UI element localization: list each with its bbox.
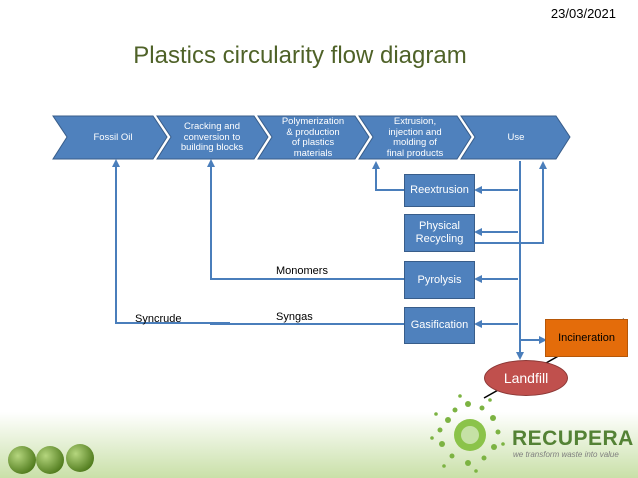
stage-label-extrusion: Extrusion, injection and molding of fina…: [386, 116, 444, 159]
reextrusion-box: Reextrusion: [404, 174, 475, 207]
stage-label-use: Use: [507, 131, 525, 143]
chevron-extrusion: [358, 115, 472, 160]
incineration-box: Incineration: [545, 319, 628, 357]
decorative-balls: [8, 444, 94, 474]
slide-date: 23/03/2021: [550, 6, 616, 21]
chevron-cracking: [156, 115, 269, 160]
stage-label-polymerization: Polymerization & production of plastics …: [281, 116, 345, 159]
page-title: Plastics circularity flow diagram: [133, 42, 467, 69]
arrow-syncrude: [112, 159, 230, 324]
recupera-tagline: we transform waste into value: [513, 450, 619, 459]
physical-recycling-box: Physical Recycling: [404, 214, 475, 252]
footer-background: [0, 412, 638, 478]
chevron-polymerization: [257, 115, 370, 160]
syncrude-label: Syncrude: [135, 313, 182, 325]
monomers-label: Monomers: [276, 265, 328, 277]
landfill-ellipse: Landfill: [484, 360, 568, 396]
arrow-physical-recycling-to-use: [474, 161, 547, 244]
stage-label-cracking: Cracking and conversion to building bloc…: [180, 121, 244, 154]
pyrolysis-box: Pyrolysis: [404, 261, 475, 299]
chevron-fossil-oil: [52, 115, 168, 160]
chevron-use: [460, 115, 571, 160]
stage-label-fossil-oil: Fossil Oil: [93, 131, 133, 143]
process-chevrons: [52, 115, 571, 160]
gasification-box: Gasification: [404, 307, 475, 344]
recupera-logo-text: RECUPERA: [512, 427, 634, 450]
arrow-reextrusion-to-extrusion: [372, 161, 404, 191]
arrow-pyrolysis-monomers: [207, 159, 404, 280]
recupera-logo-icon: [430, 394, 505, 473]
syngas-label: Syngas: [276, 311, 313, 323]
